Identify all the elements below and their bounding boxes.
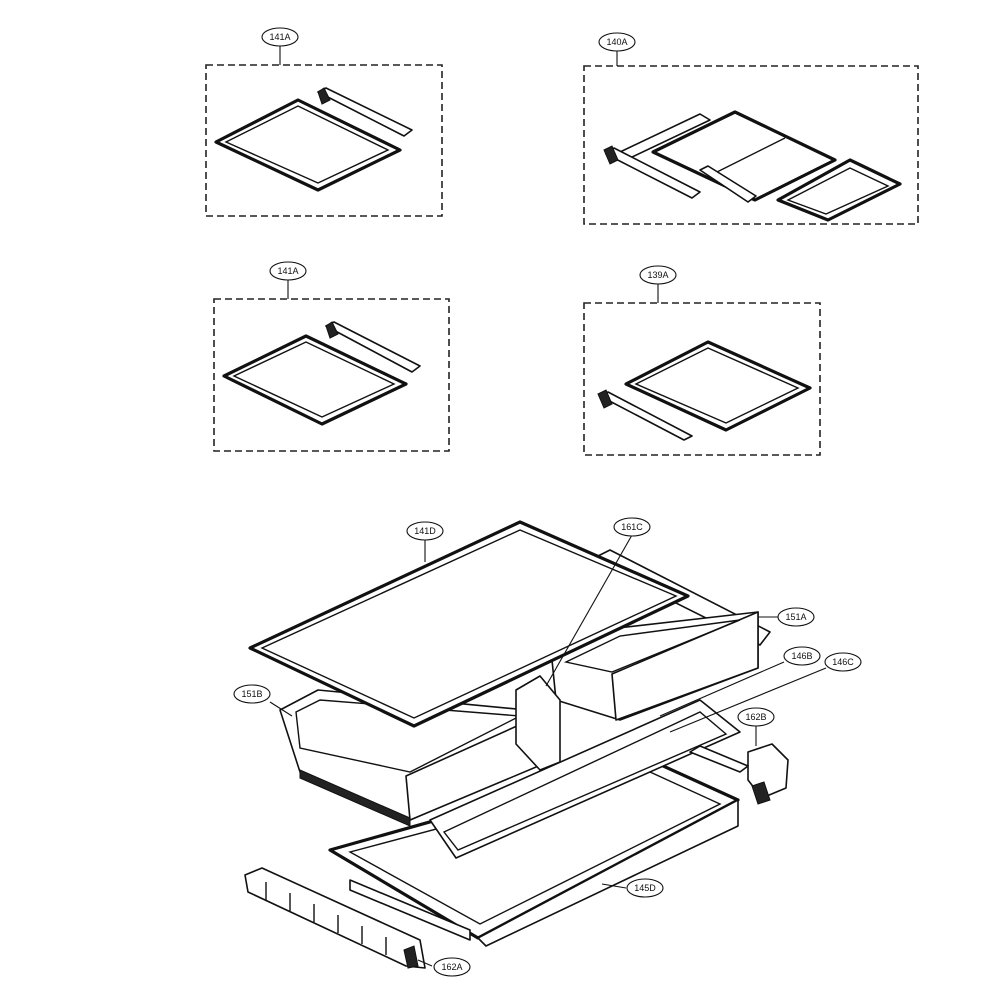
left-drawer-runner <box>299 769 411 827</box>
leader-162a <box>417 959 433 967</box>
callout-145d: 145D <box>626 878 664 898</box>
callout-151a: 151A <box>777 607 815 627</box>
crisper-cover-inner <box>442 711 728 851</box>
leader-161c <box>545 534 633 687</box>
callout-label: 145D <box>634 883 656 893</box>
slide-rail <box>699 165 757 203</box>
split-shelf-right-inner <box>786 167 890 215</box>
crisper-cover <box>429 699 741 859</box>
rail-bracket <box>603 145 619 165</box>
callout-139a: 139A <box>639 265 677 285</box>
callout-141a-middle: 141A <box>269 261 307 281</box>
callout-label: 151B <box>241 689 262 699</box>
callout-146b: 146B <box>783 646 821 666</box>
dashed-group-box <box>205 64 443 217</box>
callout-162a: 162A <box>433 957 471 977</box>
leader-151b <box>269 701 293 717</box>
rail-bracket <box>325 321 339 339</box>
dashed-group-box <box>583 302 821 456</box>
right-bracket-tab <box>751 781 771 805</box>
callout-161c: 161C <box>613 517 651 537</box>
drawer-assembly <box>244 520 827 969</box>
assembly-group-140a <box>583 50 919 225</box>
callout-label: 146C <box>832 657 854 667</box>
assembly-group-139a <box>583 284 821 456</box>
glass-shelf-inner <box>634 347 800 424</box>
callout-label: 161C <box>621 522 643 532</box>
leader-145d <box>601 883 627 889</box>
callout-label: 141A <box>269 32 290 42</box>
callout-162b: 162B <box>737 707 775 727</box>
glass-shelf <box>624 340 812 432</box>
rail-bracket <box>317 87 331 105</box>
callout-label: 162A <box>441 962 462 972</box>
callout-151b: 151B <box>233 684 271 704</box>
callout-label: 151A <box>785 612 806 622</box>
top-glass-shelf <box>248 520 690 728</box>
frame-side-rail <box>349 879 471 941</box>
right-drawer-inner <box>563 619 741 673</box>
callout-140a: 140A <box>598 32 636 52</box>
glass-shelf-inner <box>224 105 390 184</box>
left-drawer-inner <box>295 699 523 773</box>
callout-146c: 146C <box>824 652 862 672</box>
leader-146c <box>669 667 827 733</box>
split-shelf-right <box>776 158 902 222</box>
top-shelf-inner <box>260 529 678 719</box>
frame-front-lip <box>477 799 739 947</box>
bracket-slide <box>689 745 749 773</box>
rail-bracket <box>597 389 613 409</box>
split-shelf-divider <box>704 137 786 179</box>
left-bracket-ribs <box>265 882 387 955</box>
callout-label: 140A <box>606 37 627 47</box>
glass-shelf <box>214 98 402 192</box>
callout-label: 146B <box>791 651 812 661</box>
assembly-group-141a-top <box>205 46 443 217</box>
callout-label: 141A <box>277 266 298 276</box>
glass-shelf <box>222 334 408 426</box>
dashed-group-box <box>213 298 450 452</box>
callout-label: 139A <box>647 270 668 280</box>
dashed-group-box <box>583 65 919 225</box>
glass-shelf-inner <box>232 341 396 418</box>
leader-146b <box>659 661 785 717</box>
callout-141a-top: 141A <box>261 27 299 47</box>
left-bracket-tab <box>403 945 419 969</box>
callout-label: 141D <box>414 526 436 536</box>
callout-141d: 141D <box>406 521 444 541</box>
assembly-group-141a-middle <box>213 280 450 452</box>
callout-label: 162B <box>745 712 766 722</box>
